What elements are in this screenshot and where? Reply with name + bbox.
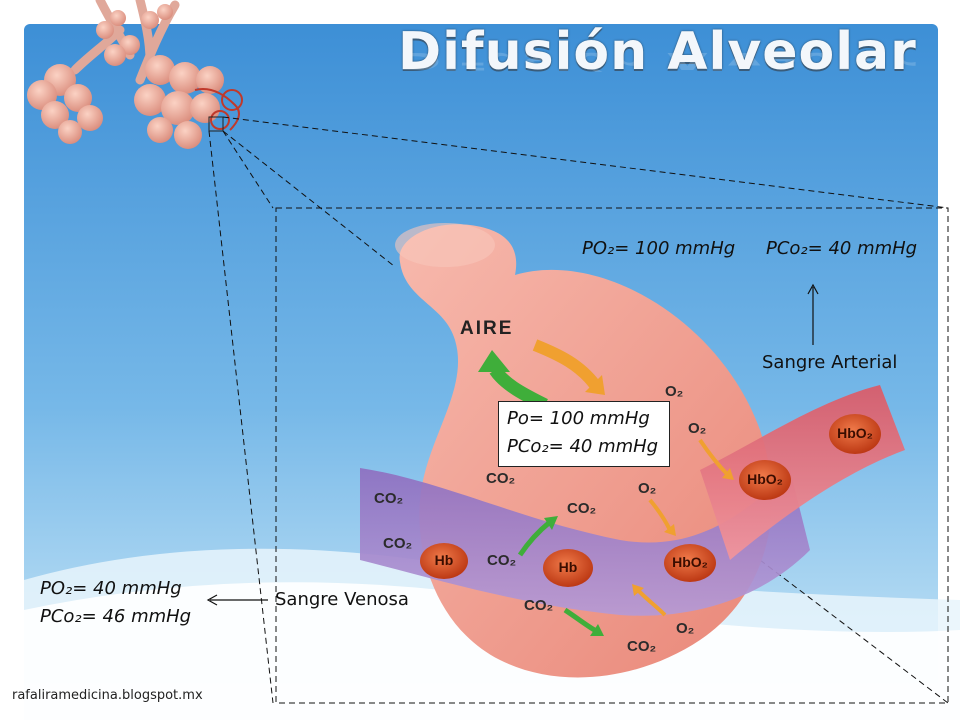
label-arrows [206, 283, 819, 606]
zoom-frame [275, 207, 949, 704]
zoom-guide-lines [208, 116, 949, 704]
hb-label-2: Hb [558, 559, 578, 575]
arterial-po2: PO₂= 100 mmHg [582, 238, 736, 259]
alveolar-pco2: PCo₂= 40 mmHg [507, 436, 659, 457]
hb-label-1: Hb [434, 552, 454, 568]
alveolar-pressure-box: Po= 100 mmHg PCo₂= 40 mmHg [498, 401, 670, 467]
venous-pco2: PCo₂= 46 mmHg [40, 606, 192, 627]
aire-label: AIRE [460, 318, 514, 339]
o2-label-1: O₂ [665, 383, 684, 400]
hbo2-label-2: HbO₂ [747, 471, 783, 487]
co2-label-5: CO₂ [487, 552, 517, 569]
slide-title: Difusión Alveolar [398, 22, 917, 82]
red-cell-hb-1 [420, 543, 468, 579]
venous-po2: PO₂= 40 mmHg [40, 578, 182, 599]
venous-blood-label: Sangre Venosa [275, 589, 409, 610]
hbo2-label-1: HbO₂ [672, 554, 708, 570]
slide-title-reflection: Difusión Alveolar [398, 47, 917, 74]
hbo2-label-3: HbO₂ [837, 425, 873, 441]
co2-label-4: CO₂ [383, 535, 413, 552]
alveoli-cluster-image [27, 0, 243, 149]
co2-label-3: CO₂ [374, 490, 404, 507]
co2-label-1: CO₂ [486, 470, 516, 487]
red-cell-hb-2 [543, 549, 593, 587]
blog-credit: rafaliramedicina.blogspot.mx [12, 688, 203, 703]
o2-label-3: O₂ [638, 480, 657, 497]
co2-label-7: CO₂ [627, 638, 657, 655]
co2-label-2: CO₂ [567, 500, 597, 517]
red-cell-hbo2-2 [739, 460, 791, 500]
arterial-blood-label: Sangre Arterial [762, 352, 898, 373]
red-cell-hbo2-3 [829, 414, 881, 454]
alveolus-opening [395, 223, 495, 267]
o2-label-4: O₂ [676, 620, 695, 637]
red-cell-hbo2-1 [664, 544, 716, 582]
arterial-pco2: PCo₂= 40 mmHg [766, 238, 918, 259]
o2-label-2: O₂ [688, 420, 707, 437]
alveolar-po2: Po= 100 mmHg [507, 408, 650, 429]
zoom-source-marker [208, 116, 224, 132]
co2-label-6: CO₂ [524, 597, 554, 614]
